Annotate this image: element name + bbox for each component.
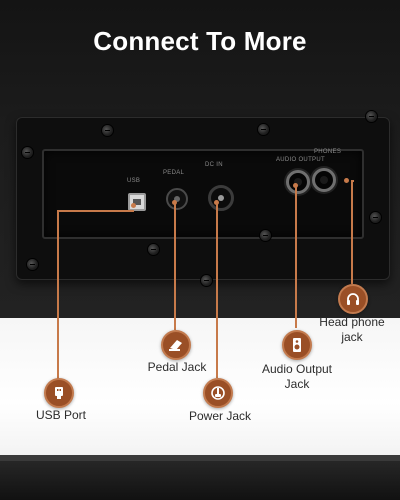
- screw-icon: [27, 259, 38, 270]
- headphone-leader-line: [351, 180, 353, 284]
- headphone-leader-dot: [344, 178, 349, 183]
- usb-leader-dot: [131, 203, 136, 208]
- usb-port-label: USB: [127, 178, 141, 184]
- screw-icon: [258, 124, 269, 135]
- audio-leader-dot: [293, 183, 298, 188]
- power-port: [208, 185, 234, 211]
- screw-icon: [260, 230, 271, 241]
- speaker-icon: [282, 330, 312, 360]
- audio-output-callout-label-line2: Jack: [284, 377, 310, 391]
- dc-in-port-label: DC IN: [205, 162, 223, 168]
- usb-leader-line: [57, 210, 59, 380]
- screw-icon: [366, 111, 377, 122]
- audio-leader-line: [295, 186, 297, 328]
- pedal-leader-line: [174, 202, 176, 330]
- usb-port-callout-label: USB Port: [35, 408, 86, 422]
- usb-leader-line: [57, 210, 134, 212]
- audio-output-callout-label: Audio Output: [261, 362, 333, 376]
- headphone-callout-label-line2: jack: [341, 330, 363, 344]
- audio-output-port-label: AUDIO OUTPUT: [276, 157, 325, 163]
- power-icon: [203, 378, 233, 408]
- headphone-icon: [338, 284, 368, 314]
- piano-base: [0, 455, 400, 500]
- usb-icon: [44, 378, 74, 408]
- pedal-jack-callout-label: Pedal Jack: [147, 360, 207, 374]
- phones-port-label: PHONES: [314, 149, 342, 155]
- audio-output-port: [286, 170, 310, 194]
- headphone-leader-line: [352, 180, 354, 182]
- page-title: Connect To More: [93, 26, 307, 56]
- power-leader-line: [216, 202, 218, 378]
- screw-icon: [148, 244, 159, 255]
- screw-icon: [370, 212, 381, 223]
- pedal-port-label: PEDAL: [163, 170, 185, 176]
- pedal-icon: [161, 330, 191, 360]
- pedal-port: [166, 188, 188, 210]
- screw-icon: [22, 147, 33, 158]
- headphone-callout-label: Head phone: [319, 315, 385, 329]
- headphone-port: [312, 168, 336, 192]
- usb-port: [128, 193, 146, 211]
- power-jack-callout-label: Power Jack: [188, 409, 252, 423]
- screw-icon: [102, 125, 113, 136]
- connector-recess: [42, 149, 364, 239]
- screw-icon: [201, 275, 212, 286]
